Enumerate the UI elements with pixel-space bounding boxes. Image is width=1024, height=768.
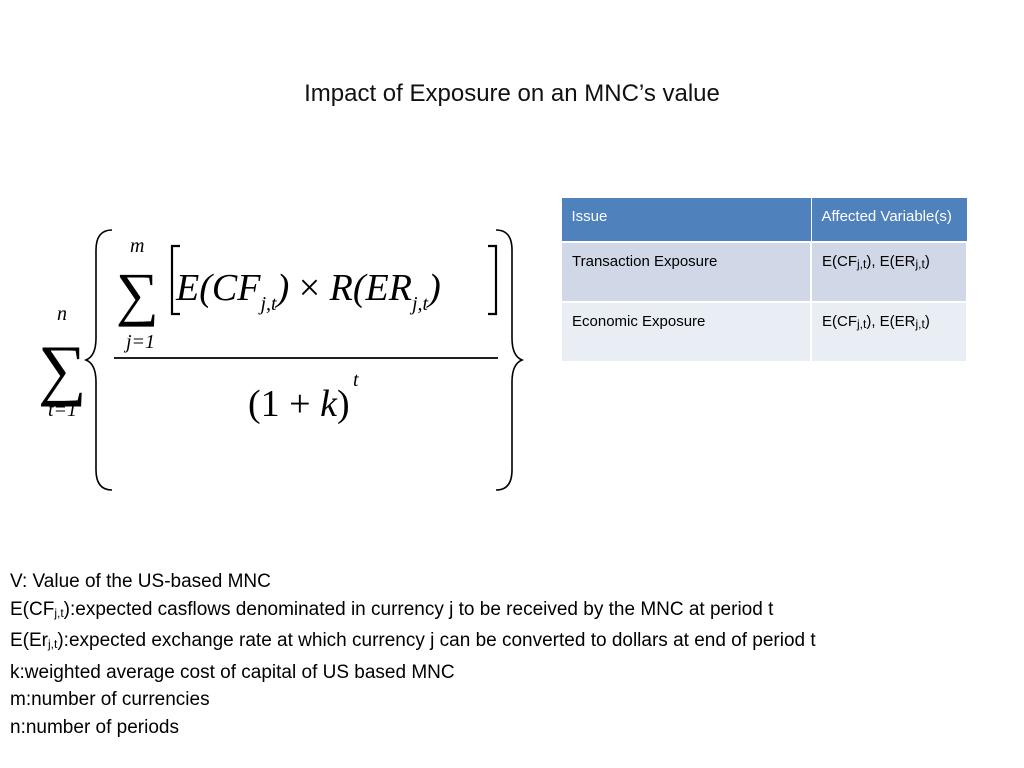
- exposure-table: Issue Affected Variable(s) Transaction E…: [560, 197, 968, 363]
- header-affected-variables: Affected Variable(s): [810, 197, 968, 242]
- legend-v: V: Value of the US-based MNC: [10, 571, 271, 592]
- row-affected-variables: E(CFj,t), E(ERj,t): [810, 240, 968, 303]
- left-square-bracket: [170, 244, 180, 316]
- slide-title: Impact of Exposure on an MNC’s value: [304, 80, 720, 107]
- table-row: Economic Exposure E(CFj,t), E(ERj,t): [560, 300, 968, 363]
- outer-sum-sigma: ∑: [38, 331, 86, 407]
- inner-sum-lower: j=1: [123, 331, 155, 353]
- inner-sum-sigma: ∑: [116, 261, 159, 327]
- legend-cf: E(CFj,t):expected casflows denominated i…: [10, 598, 774, 620]
- left-brace: [83, 229, 113, 491]
- row-affected-variables: E(CFj,t), E(ERj,t): [810, 300, 968, 363]
- legend-k: k:weighted average cost of capital of US…: [10, 661, 455, 683]
- legend-m: m:number of currencies: [10, 689, 210, 710]
- legend-n: n:number of periods: [10, 716, 179, 738]
- npv-formula: n ∑ t=1 m ∑ j=1 E(CFj,t) × R(ERj,t) (1 +…: [38, 229, 525, 491]
- header-issue: Issue: [560, 197, 812, 242]
- row-issue: Transaction Exposure: [560, 240, 812, 303]
- outer-sum-lower: t=1: [48, 399, 77, 421]
- formula-numerator: E(CFj,t) × R(ERj,t): [175, 267, 441, 315]
- formula-denominator: (1 + k): [248, 383, 350, 425]
- denominator-exponent: t: [353, 369, 359, 391]
- right-square-bracket: [488, 244, 498, 316]
- legend-er: E(Erj,t):expected exchange rate at which…: [10, 630, 816, 651]
- table-header-row: Issue Affected Variable(s): [560, 197, 968, 242]
- outer-sum-upper: n: [57, 303, 67, 325]
- table-row: Transaction Exposure E(CFj,t), E(ERj,t): [560, 240, 968, 303]
- inner-sum-upper: m: [130, 235, 144, 257]
- right-brace: [495, 229, 525, 491]
- row-issue: Economic Exposure: [560, 300, 812, 363]
- variable-legend: V: Value of the US-based MNC E(CFj,t):ex…: [10, 568, 816, 741]
